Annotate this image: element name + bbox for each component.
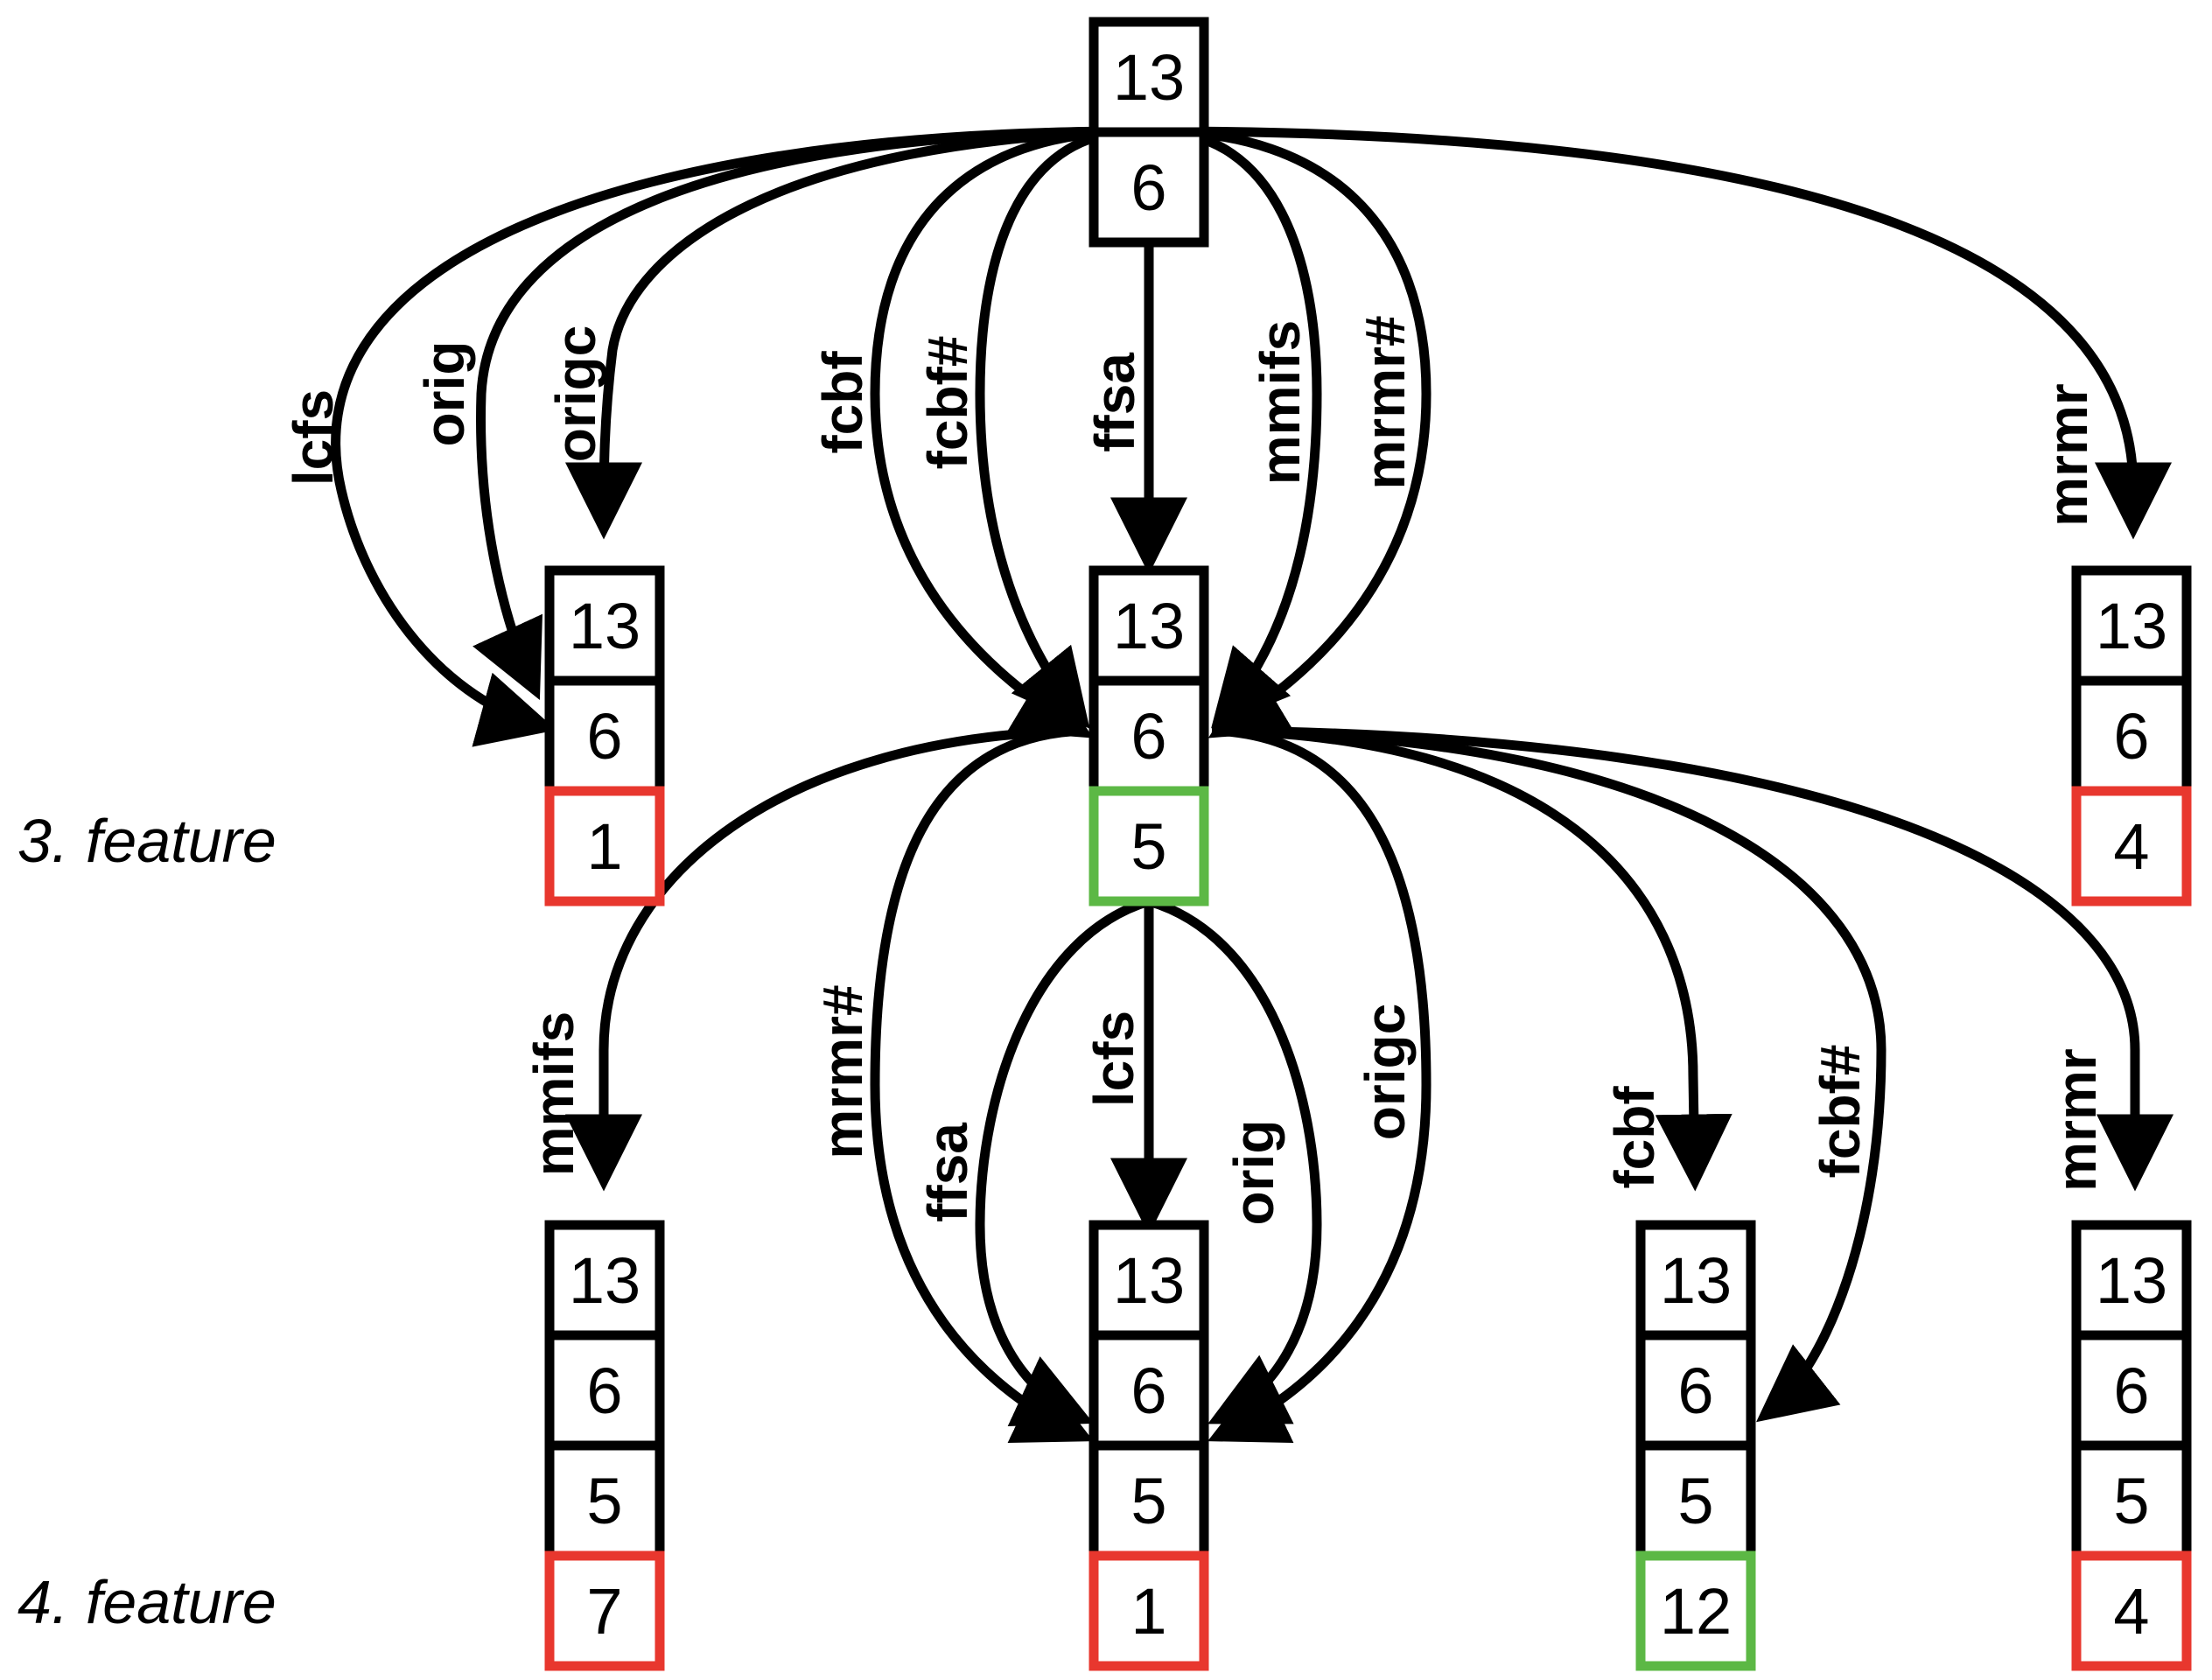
node-cell-value: 13 [1113,41,1185,114]
node-l3-b: 13 6 5 [1088,565,1209,906]
edge-label-root-ffsa: ffsa [1083,353,1146,452]
node-cell-value: 12 [1660,1575,1732,1648]
edge-root-lcfs [331,126,1138,747]
node-highlight-border [1635,1550,1756,1671]
node-cell-box [1088,17,1209,137]
edge-label-l3b-mrmr: mrmr [2045,1048,2108,1192]
edge-label-root-lcfs: lcfs [282,389,345,486]
node-highlight-border [544,1550,665,1671]
edge-root-fcbf [870,126,1138,738]
node-root: 13 6 [1088,17,1209,248]
edge-root-mrmr [1154,126,2172,540]
node-cell-value: 4 [2113,1575,2149,1648]
node-cell-value: 13 [1113,590,1185,662]
node-cell-value: 5 [1130,810,1166,883]
node-highlight-border [544,786,665,906]
edge-l3b-fcbf-hash [1211,725,1886,1423]
node-cell-value: 13 [569,590,640,662]
edge-label-l3b-fcbf: fcbf [1603,1086,1666,1189]
edge-label-root-origc: origc [544,326,607,462]
node-cell-value: 6 [586,700,622,773]
node-cell-value: 5 [1677,1465,1713,1537]
edge-label-l3b-ffsa: ffsa [916,1123,979,1222]
node-cell-value: 1 [586,810,622,883]
node-l3-c: 13 6 4 [2071,565,2192,906]
node-cell-value: 13 [2096,1244,2167,1317]
edge-root-origc [565,126,1138,540]
row-label-4-feature: 4. feature [18,1568,276,1636]
node-cell-box [1635,1440,1756,1561]
node-cell-value: 6 [2113,700,2149,773]
node-cell-value: 6 [2113,1354,2149,1427]
node-cell-value: 1 [1130,1575,1166,1648]
node-highlight-border [1088,786,1209,906]
node-l4-c: 13 6 5 12 [1635,1220,1756,1671]
node-cell-box [1088,565,1209,686]
edge-l3b-mmifs [565,725,1086,1192]
node-cell-value: 5 [1130,1465,1166,1537]
edge-label-l3b-fcbf-hash: fcbf# [1809,1045,1872,1179]
edge-l3b-fcbf [1211,725,1732,1192]
node-cell-value: 5 [2113,1465,2149,1537]
node-l4-d: 13 6 5 4 [2071,1220,2192,1671]
edge-root-orig [472,126,1138,700]
nodes: 13 6 13 6 1 13 6 5 13 6 4 13 6 5 7 13 6 5 1 13 6 5 12 13 6 5 4 [544,17,2192,1671]
node-cell-value: 6 [586,1354,622,1427]
node-cell-box [2071,1220,2192,1340]
edge-label-root-mmifs: mmifs [1249,320,1312,486]
node-cell-value: 6 [1130,1354,1166,1427]
node-cell-value: 6 [1677,1354,1713,1427]
node-cell-value: 13 [1660,1244,1732,1317]
edge-label-l3b-mrmr-hash: mrmr# [811,984,874,1158]
node-highlight-border [2071,786,2192,906]
edge-root-mrmr-hash [1154,126,1432,738]
edge-l3b-origc [1208,725,1432,1443]
node-cell-value: 6 [1130,700,1166,773]
node-highlight-border [2071,1550,2192,1671]
node-cell-value: 13 [2096,590,2167,662]
edge-label-root-orig: orig [413,341,476,447]
node-highlight-border [1088,1550,1209,1671]
node-cell-box [1088,676,1209,796]
node-cell-value: 13 [1113,1244,1185,1317]
edge-root-fcbf-hash [975,126,1138,729]
row-label-3-feature: 3. feature [18,807,276,875]
node-cell-value: 6 [1130,151,1166,224]
edge-label-l3b-orig: orig [1222,1120,1285,1226]
node-l3-a: 13 6 1 [544,565,665,906]
node-cell-value: 7 [586,1575,622,1648]
node-cell-box [1088,127,1209,248]
node-l4-a: 13 6 5 7 [544,1220,665,1671]
edge-l3b-mrmr-hash [870,725,1094,1443]
edge-root-mmifs [1154,126,1322,729]
edge-label-root-fcbf-hash: fcbf# [916,336,979,470]
edge-label-l3b-origc: origc [1354,1004,1417,1140]
edge-l3b-ffsa [975,896,1151,1426]
edge-label-l3b-mmifs: mmifs [522,1012,585,1177]
edges-root [331,126,2172,747]
edge-l3b-mrmr [1211,725,2174,1192]
edge-label-root-fcbf: fcbf [811,351,874,454]
edge-label-root-mrmr: mrmr [2036,383,2099,527]
node-l4-b: 13 6 5 1 [1088,1220,1209,1671]
edges-l3b [565,725,2174,1443]
node-cell-value: 13 [569,1244,640,1317]
edge-label-root-mrmr-hash: mrmr# [1354,315,1417,489]
node-cell-value: 4 [2113,810,2149,883]
edge-label-l3b-lcfs: lcfs [1082,1011,1145,1107]
edge-labels: lcfs orig origc fcbf fcbf# ffsa mmifs mr… [282,315,2108,1225]
node-cell-value: 5 [586,1465,622,1537]
